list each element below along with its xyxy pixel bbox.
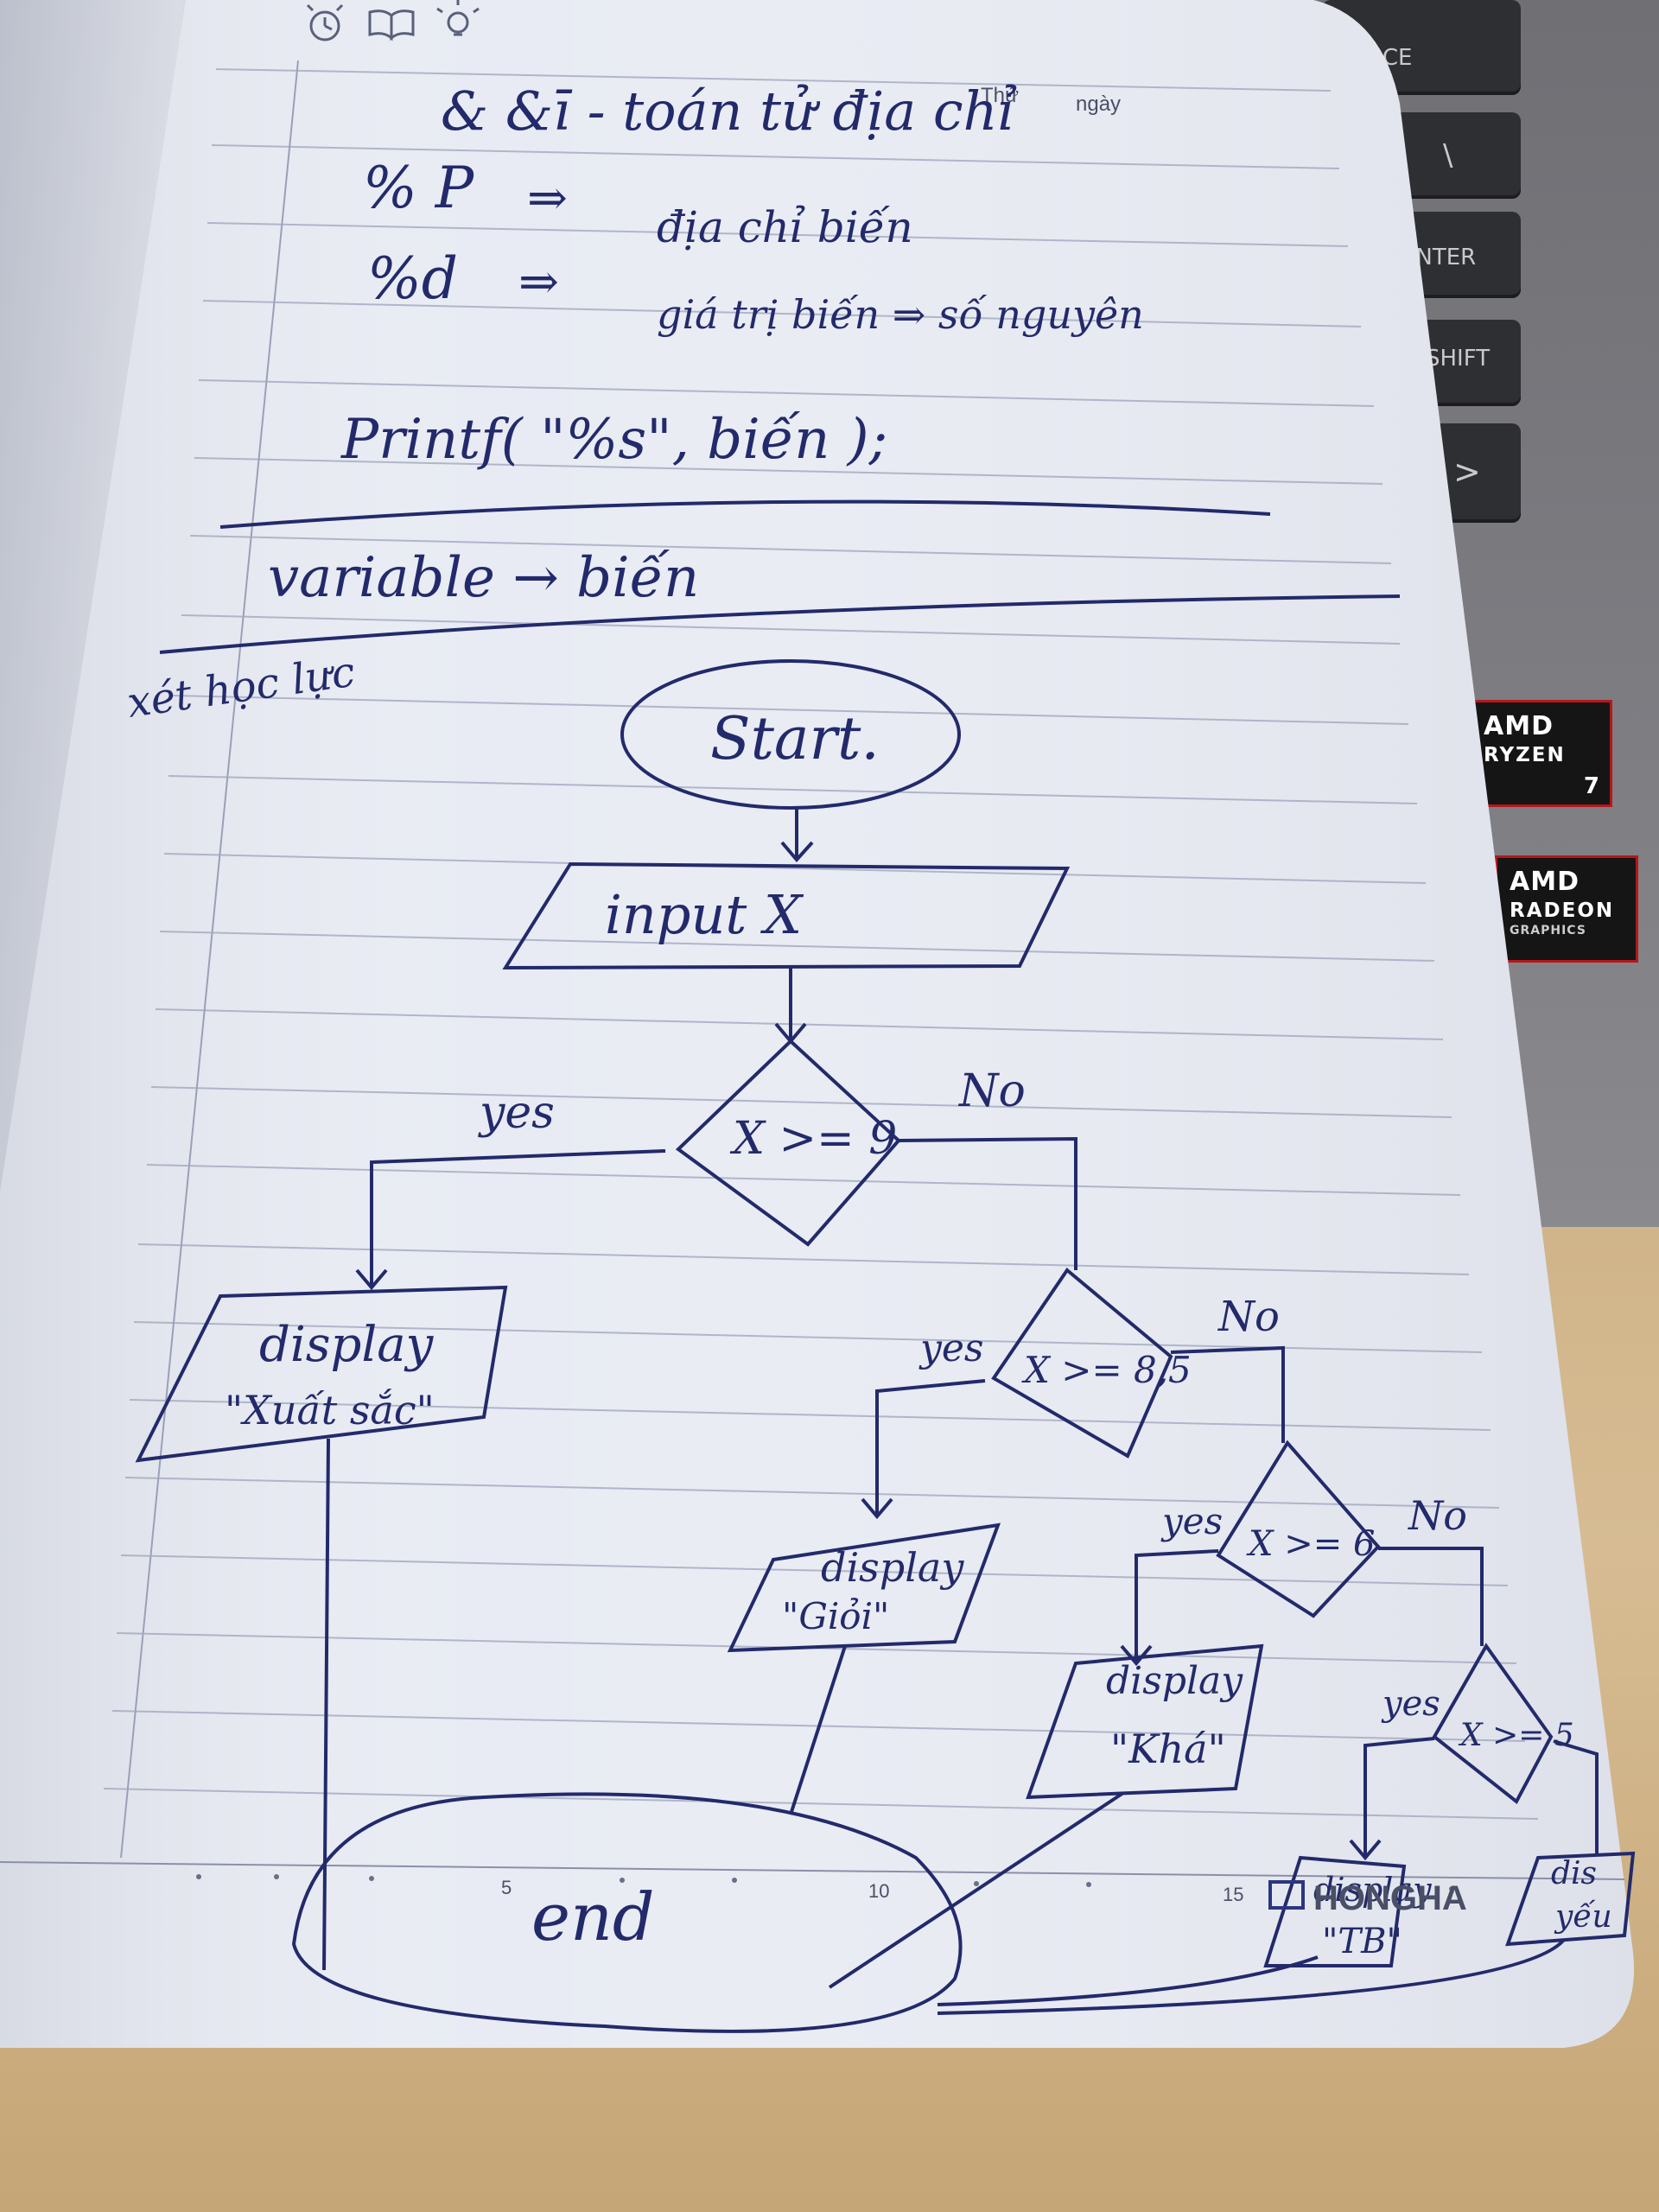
output-5-line2: yếu xyxy=(1554,1899,1612,1935)
day-label: Thứ xyxy=(981,84,1019,107)
decision-2-yes: yes xyxy=(918,1326,983,1370)
input-label: input X xyxy=(605,883,804,946)
ruler-mark-5: 5 xyxy=(501,1877,512,1898)
open-book-icon xyxy=(368,10,415,41)
decision-2-no: No xyxy=(1217,1293,1280,1341)
output-1-parallelogram xyxy=(135,1285,508,1463)
date-label: ngày xyxy=(1076,92,1121,116)
output-5-line1: dis xyxy=(1551,1856,1597,1891)
note-variable: variable → biến xyxy=(268,546,699,610)
note-format-d: %d xyxy=(367,245,458,312)
start-label: Start. xyxy=(710,705,880,773)
note-arrow-1: ⇒ xyxy=(527,170,568,226)
decision-1 xyxy=(675,1039,901,1247)
connector-out3-end xyxy=(828,1791,1125,1989)
note-value-of-variable: giá trị biến ⇒ số nguyên xyxy=(657,291,1144,338)
lightbulb-icon xyxy=(436,0,480,36)
brand-logo-mark xyxy=(1268,1880,1305,1910)
input-parallelogram xyxy=(502,861,1071,970)
decision-3-label: X >= 6 xyxy=(1246,1524,1375,1564)
decision-1-yes: yes xyxy=(478,1087,555,1139)
output-4-parallelogram xyxy=(1263,1855,1407,1967)
output-2-line2: "Giỏi" xyxy=(782,1595,889,1637)
output-1-line1: display xyxy=(259,1317,435,1373)
decision-4 xyxy=(1432,1643,1554,1805)
output-5-parallelogram xyxy=(1505,1851,1636,1947)
output-2-line1: display xyxy=(821,1544,964,1591)
separator-line-2 xyxy=(159,594,1401,654)
ruler-line xyxy=(0,1861,1625,1880)
note-address-operator: & &ī - toán tử địa chỉ xyxy=(441,79,1017,143)
brand-logo: HONGHA xyxy=(1313,1879,1467,1917)
output-1-line2: "Xuất sắc" xyxy=(225,1387,435,1433)
decision-3-yes: yes xyxy=(1160,1500,1223,1542)
decision-3 xyxy=(1216,1440,1381,1618)
note-printf: Printf( "%s", biến ); xyxy=(340,408,887,472)
amd-ryzen-sticker: AMD RYZEN 7 xyxy=(1469,700,1612,807)
output-3-line2: "Khá" xyxy=(1110,1726,1226,1772)
start-oval xyxy=(620,659,961,810)
ruler-mark-10: 10 xyxy=(868,1880,889,1902)
ruler-ticks xyxy=(196,1874,1454,1891)
key-backslash: \ xyxy=(1391,112,1521,199)
margin-line xyxy=(120,60,299,1859)
connector-out4-end xyxy=(937,1955,1319,2006)
connector-out1-end xyxy=(322,1438,330,1971)
decision-3-no: No xyxy=(1408,1492,1467,1539)
connector-out2-end xyxy=(789,1645,847,1815)
note-format-p: % P xyxy=(363,155,475,221)
separator-line-1 xyxy=(219,499,1271,529)
output-4-line2: "TB" xyxy=(1322,1922,1402,1961)
flowchart xyxy=(135,659,1636,2033)
end-label: end xyxy=(531,1878,655,1955)
connector-out5-end xyxy=(937,1938,1566,2015)
decision-1-label: X >= 9 xyxy=(729,1113,897,1165)
output-3-parallelogram xyxy=(1026,1643,1264,1800)
output-3-line1: display xyxy=(1106,1659,1243,1703)
output-2-parallelogram xyxy=(727,1522,1001,1653)
end-oval xyxy=(291,1792,963,2033)
decision-4-label: X >= 5 xyxy=(1458,1718,1574,1753)
ruler-mark-15: 15 xyxy=(1223,1884,1243,1905)
amd-radeon-sticker: AMD RADEON GRAPHICS xyxy=(1495,855,1638,963)
alarm-clock-icon xyxy=(306,3,344,41)
decision-2 xyxy=(991,1268,1173,1459)
decision-1-no: No xyxy=(957,1065,1026,1117)
note-arrow-2: ⇒ xyxy=(518,254,559,310)
decision-2-label: X >= 8,5 xyxy=(1021,1349,1192,1391)
note-address-of-variable: địa chỉ biến xyxy=(657,202,913,252)
output-4-line1: display xyxy=(1313,1871,1432,1909)
decision-4-yes: yes xyxy=(1381,1684,1440,1724)
